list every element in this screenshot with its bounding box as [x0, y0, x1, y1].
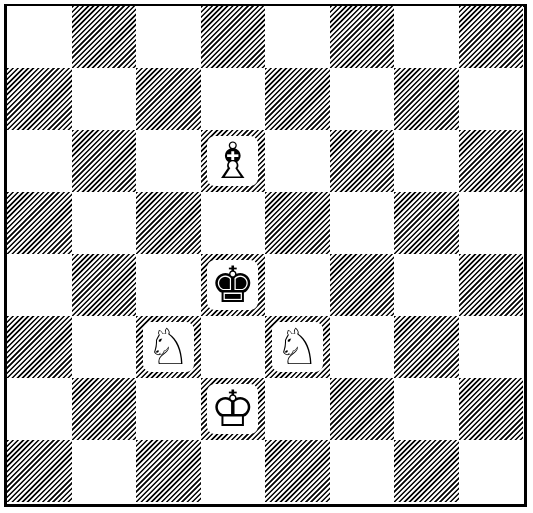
square-a6[interactable] — [7, 130, 72, 192]
square-c8[interactable] — [136, 6, 201, 68]
square-b5[interactable] — [72, 192, 137, 254]
square-g3[interactable] — [394, 316, 459, 378]
square-g1[interactable] — [394, 440, 459, 502]
square-a3[interactable] — [7, 316, 72, 378]
square-g6[interactable] — [394, 130, 459, 192]
square-e7[interactable] — [265, 68, 330, 130]
square-d6[interactable]: ♗ — [201, 130, 266, 192]
square-f4[interactable] — [330, 254, 395, 316]
square-e3[interactable]: ♘ — [265, 316, 330, 378]
square-a4[interactable] — [7, 254, 72, 316]
square-e6[interactable] — [265, 130, 330, 192]
square-d3[interactable] — [201, 316, 266, 378]
square-c3[interactable]: ♘ — [136, 316, 201, 378]
square-c5[interactable] — [136, 192, 201, 254]
square-g4[interactable] — [394, 254, 459, 316]
square-d5[interactable] — [201, 192, 266, 254]
square-a1[interactable] — [7, 440, 72, 502]
square-h3[interactable] — [459, 316, 524, 378]
square-h4[interactable] — [459, 254, 524, 316]
square-d4[interactable]: ♚ — [201, 254, 266, 316]
square-f2[interactable] — [330, 378, 395, 440]
square-h7[interactable] — [459, 68, 524, 130]
square-g8[interactable] — [394, 6, 459, 68]
square-h6[interactable] — [459, 130, 524, 192]
square-e1[interactable] — [265, 440, 330, 502]
square-b3[interactable] — [72, 316, 137, 378]
square-c1[interactable] — [136, 440, 201, 502]
square-e8[interactable] — [265, 6, 330, 68]
square-a7[interactable] — [7, 68, 72, 130]
square-c6[interactable] — [136, 130, 201, 192]
square-d7[interactable] — [201, 68, 266, 130]
square-e4[interactable] — [265, 254, 330, 316]
white-knight-icon[interactable]: ♘ — [143, 322, 194, 372]
square-f1[interactable] — [330, 440, 395, 502]
square-b4[interactable] — [72, 254, 137, 316]
white-knight-icon[interactable]: ♘ — [272, 322, 323, 372]
square-d1[interactable] — [201, 440, 266, 502]
white-king-icon[interactable]: ♔ — [207, 384, 258, 434]
square-g7[interactable] — [394, 68, 459, 130]
square-b8[interactable] — [72, 6, 137, 68]
square-a2[interactable] — [7, 378, 72, 440]
square-c4[interactable] — [136, 254, 201, 316]
black-king-icon[interactable]: ♚ — [207, 260, 258, 310]
chess-board: ♗ ♚ ♘ ♘ ♔ — [7, 6, 523, 502]
square-f7[interactable] — [330, 68, 395, 130]
square-f5[interactable] — [330, 192, 395, 254]
square-f3[interactable] — [330, 316, 395, 378]
square-f6[interactable] — [330, 130, 395, 192]
square-d2[interactable]: ♔ — [201, 378, 266, 440]
square-f8[interactable] — [330, 6, 395, 68]
square-b1[interactable] — [72, 440, 137, 502]
square-c7[interactable] — [136, 68, 201, 130]
square-b7[interactable] — [72, 68, 137, 130]
square-d8[interactable] — [201, 6, 266, 68]
square-e2[interactable] — [265, 378, 330, 440]
square-g2[interactable] — [394, 378, 459, 440]
square-e5[interactable] — [265, 192, 330, 254]
square-a5[interactable] — [7, 192, 72, 254]
square-a8[interactable] — [7, 6, 72, 68]
square-g5[interactable] — [394, 192, 459, 254]
square-h2[interactable] — [459, 378, 524, 440]
square-h8[interactable] — [459, 6, 524, 68]
square-b2[interactable] — [72, 378, 137, 440]
square-h1[interactable] — [459, 440, 524, 502]
square-c2[interactable] — [136, 378, 201, 440]
white-bishop-icon[interactable]: ♗ — [207, 136, 258, 186]
square-b6[interactable] — [72, 130, 137, 192]
square-h5[interactable] — [459, 192, 524, 254]
